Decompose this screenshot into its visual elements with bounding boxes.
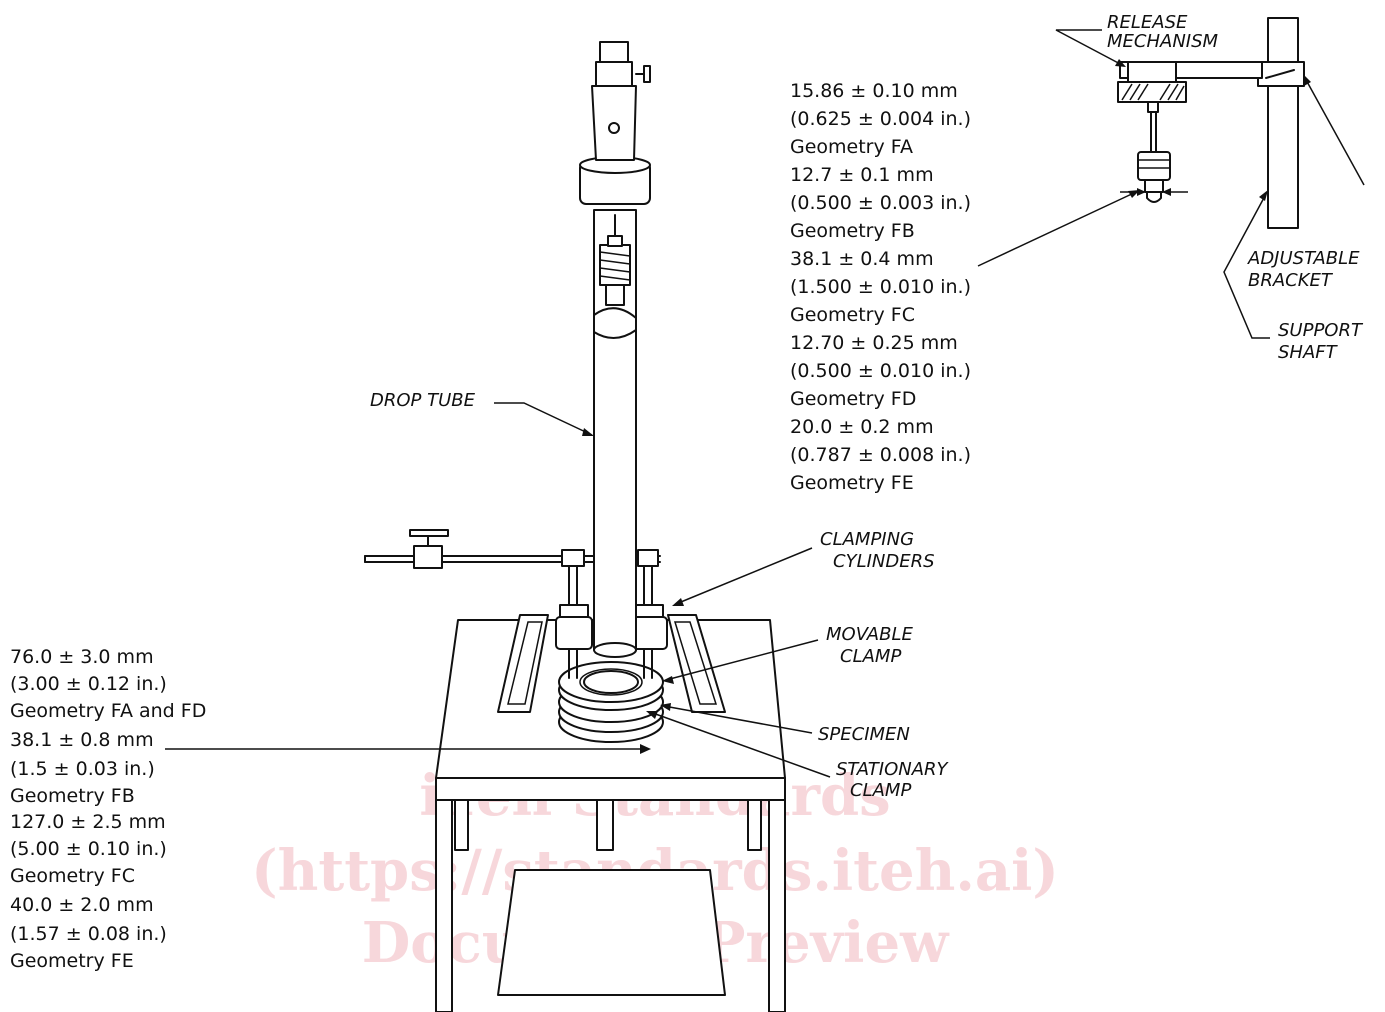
table-leg-back-right — [747, 799, 762, 851]
label-stationary-2: CLAMP — [850, 780, 911, 801]
bottom-dim-line-3: Geometry FA and FD — [10, 700, 206, 722]
top-dim-line-8: (1.500 ± 0.010 in.) — [790, 276, 971, 298]
label-adjustable-1: ADJUSTABLE — [1247, 248, 1360, 269]
clamp-opening — [583, 670, 639, 694]
drop-tube — [579, 41, 651, 658]
table-shelf — [497, 869, 726, 996]
label-movable-2: CLAMP — [840, 646, 901, 667]
label-movable-1: MOVABLE — [826, 624, 913, 645]
label-release-2: MECHANISM — [1107, 31, 1219, 52]
drop-tube-cutaway — [593, 307, 637, 339]
label-support-2: SHAFT — [1278, 342, 1339, 363]
bottom-dim-line-4: 38.1 ± 0.8 mm — [10, 729, 154, 751]
label-clamping-2: CYLINDERS — [833, 551, 935, 572]
table-front-edge — [435, 777, 786, 801]
rail-left — [497, 614, 549, 713]
top-dim-line-15: Geometry FE — [790, 472, 914, 494]
top-dim-line-14: (0.787 ± 0.008 in.) — [790, 444, 971, 466]
bottom-dim-line-9: Geometry FC — [10, 865, 135, 887]
top-dim-line-5: (0.500 ± 0.003 in.) — [790, 192, 971, 214]
top-dim-line-6: Geometry FB — [790, 220, 915, 242]
label-stationary-1: STATIONARY — [836, 759, 950, 780]
label-drop-tube: DROP TUBE — [370, 390, 476, 411]
support-shaft — [1267, 17, 1299, 229]
clamp-stack — [558, 661, 664, 743]
release-detail — [1117, 17, 1305, 229]
dart-head — [1146, 191, 1162, 203]
dart — [1137, 151, 1171, 181]
bottom-dim-line-12: Geometry FE — [10, 950, 134, 972]
bottom-dim-line-10: 40.0 ± 2.0 mm — [10, 894, 154, 916]
head-screw — [643, 65, 651, 83]
top-dim-line-12: Geometry FD — [790, 388, 916, 410]
table-leg-back-middle — [596, 799, 614, 851]
top-dim-line-9: Geometry FC — [790, 304, 915, 326]
table-leg-front-right — [768, 799, 786, 1012]
top-dim-line-11: (0.500 ± 0.010 in.) — [790, 360, 971, 382]
bottom-dim-line-2: (3.00 ± 0.12 in.) — [10, 673, 167, 695]
bottom-dimension-block: 76.0 ± 3.0 mm (3.00 ± 0.12 in.) Geometry… — [10, 646, 206, 972]
table-leg-back-left — [454, 799, 469, 851]
table-leg-front-left — [435, 799, 453, 1012]
bottom-dim-line-1: 76.0 ± 3.0 mm — [10, 646, 154, 668]
label-release-1: RELEASE — [1107, 12, 1188, 33]
top-dim-line-7: 38.1 ± 0.4 mm — [790, 248, 934, 270]
label-specimen: SPECIMEN — [818, 724, 910, 745]
label-adjustable-2: BRACKET — [1248, 270, 1334, 291]
top-dim-line-4: 12.7 ± 0.1 mm — [790, 164, 934, 186]
bottom-dim-line-6: Geometry FB — [10, 785, 135, 807]
crossbar-knob — [413, 545, 443, 569]
top-dim-line-2: (0.625 ± 0.004 in.) — [790, 108, 971, 130]
bottom-dim-line-5: (1.5 ± 0.03 in.) — [10, 758, 155, 780]
top-dim-line-10: 12.70 ± 0.25 mm — [790, 332, 958, 354]
part-labels: RELEASE MECHANISM ADJUSTABLE BRACKET SUP… — [370, 12, 1364, 801]
top-dim-line-1: 15.86 ± 0.10 mm — [790, 80, 958, 102]
top-dim-line-13: 20.0 ± 0.2 mm — [790, 416, 934, 438]
bottom-dim-line-11: (1.57 ± 0.08 in.) — [10, 923, 167, 945]
label-clamping-1: CLAMPING — [820, 529, 914, 550]
top-dimension-block: 15.86 ± 0.10 mm (0.625 ± 0.004 in.) Geom… — [790, 80, 971, 494]
leader-lines — [165, 29, 1365, 778]
table — [435, 614, 786, 1012]
top-dim-line-3: Geometry FA — [790, 136, 913, 158]
label-support-1: SUPPORT — [1278, 320, 1364, 341]
bottom-dim-line-8: (5.00 ± 0.10 in.) — [10, 838, 167, 860]
clamping-cylinder-left — [555, 616, 593, 650]
bottom-dim-line-7: 127.0 ± 2.5 mm — [10, 811, 166, 833]
